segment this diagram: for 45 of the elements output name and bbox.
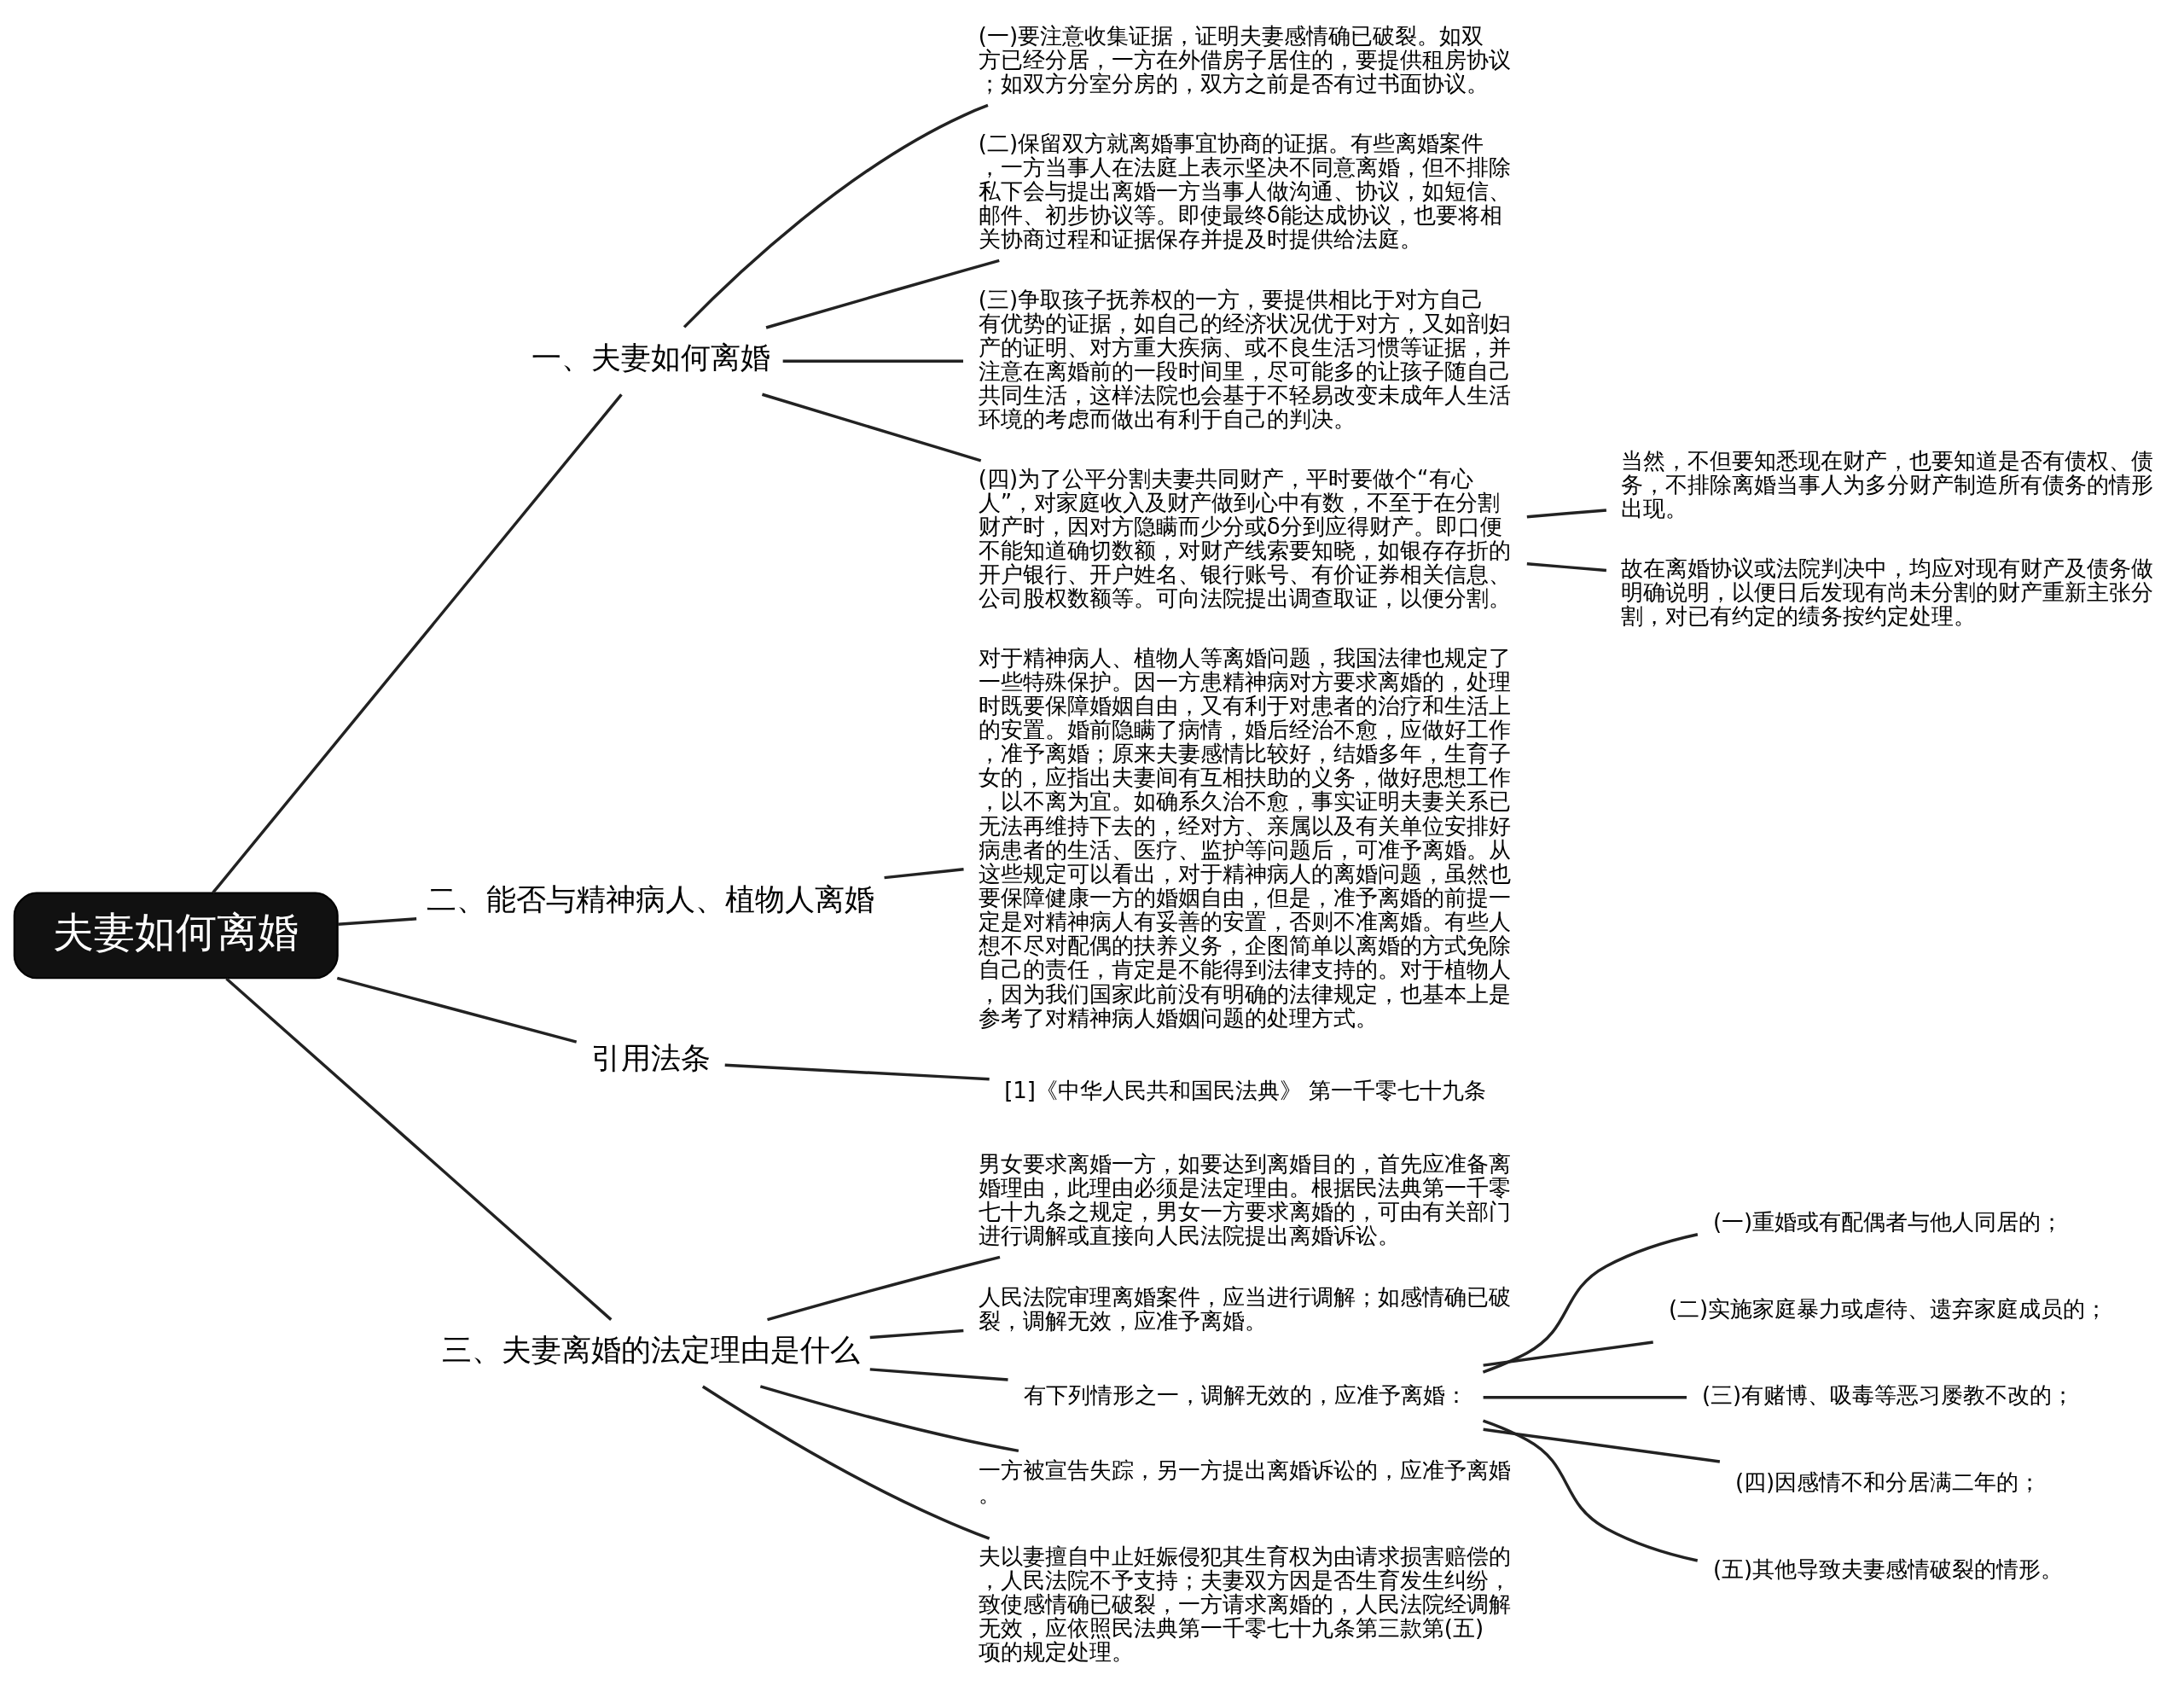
connector (682, 103, 989, 329)
node-text: (四)为了公平分割夫妻共同财产，平时要做个“有心人”，对家庭收入及财产做到心中有数，不至于在分割财产时，因对方隐瞒而少分或δ分到应得财产。即口便不能知道确切数额，对财产线索要知晓，如银存存折的开户银行、开户姓名、银行账号、有价证券相关信息、公司股权数额等。可向法院提出调查取证，以便分割。 (978, 465, 1511, 612)
node-text: [1]《中华人民共和国民法典》 第一千零七十九条 (1004, 1078, 1487, 1104)
connector (701, 1385, 990, 1540)
connector (869, 1329, 964, 1340)
node-text: (五)其他导致夫妻感情破裂的情形。 (1712, 1555, 2064, 1582)
connector (1526, 509, 1607, 519)
node-text: 一方被宣告失踪，另一方提出离婚诉讼的，应准予离婚。 (978, 1457, 1511, 1508)
node-text: (四)因感情不和分居满二年的； (1734, 1469, 2042, 1496)
connector (724, 1063, 990, 1081)
node-text: 三、夫妻离婚的法定理由是什么 (441, 1332, 860, 1367)
node-text: 二、能否与精神病人、植物人离婚 (427, 881, 875, 916)
connector (869, 1368, 1008, 1381)
connector (761, 392, 982, 462)
node-text: 一、夫妻如何离婚 (531, 340, 770, 375)
connector (1483, 1427, 1721, 1463)
node-text: 对于精神病人、植物人等离婚问题，我国法律也规定了一些特殊保护。因一方患精神病对方要求离婚的，处理时既要保障婚姻自由，又有利于对患者的治疗和生活上的安置。婚前隐瞒了病情，婚后经治不愈，应做好工作，准予离婚；原来夫妻感情比较好，结婚多年，生育子女的，应指出夫妻间有互相扶助的义务，做好思想工作，以不离为宜。如确系久治不愈，事实证明夫妻关系已无法再维持下去的，经对方、亲属以及有关单位安排好病患者的生活、医疗、监护等问题后，可准予离婚。从这些规定可以看出，对于精神病人的离婚问题，虽然也要保障健康一方的婚姻自由，但是，准予离婚的前提一定是对精神病人有妥善的安置，否则不准离婚。有些人想不尽对配偶的扶养义务，企图简单以离婚的方式免除自己的责任，肯定是不能得到法律支持的。对于植物人，因为我们国家此前没有明确的法律规定，也基本上是参考了对精神病人婚姻问题的处理方式。 (978, 644, 1511, 1031)
connector (884, 868, 964, 880)
node-text: (一)重婚或有配偶者与他人同居的； (1712, 1208, 2064, 1235)
node-text: 有下列情形之一，调解无效的，应准予离婚： (1023, 1382, 1467, 1409)
connector (336, 976, 578, 1044)
node-text: (三)有赌博、吸毒等恶习屡教不改的； (1701, 1382, 2075, 1409)
node-text: (三)争取孩子抚养权的一方，要提供相比于对方自己有优势的证据，如自己的经济状况优于对方，又如剖妇产的证明、对方重大疾病、或不良生活习惯等证据，并注意在离婚前的一段时间里，尽可能多的让孩子随自己共同生活，这样法院也会基于不轻易改变未成年人生活环境的考虑而做出有利于自己的判决。 (978, 286, 1511, 433)
node-text: (二)实施家庭暴力或虐待、遗弃家庭成员的； (1668, 1295, 2108, 1322)
node-text: 男女要求离婚一方，如要达到离婚目的，首先应准备离婚理由，此理由必须是法定理由。根据民法典第一千零七十九条之规定，男女一方要求离婚的，可由有关部门进行调解或直接向人民法院提出离婚诉讼。 (978, 1150, 1511, 1249)
connector (782, 359, 964, 363)
connector (765, 259, 1000, 329)
connector (759, 1385, 1019, 1453)
connector (212, 393, 623, 894)
connector (1483, 1340, 1653, 1367)
connector (225, 977, 613, 1321)
connector (1482, 1419, 1699, 1562)
node-box: 夫妻如何离婚 (13, 892, 339, 980)
connector (767, 1255, 1001, 1322)
node-text: 当然，不但要知悉现在财产，也要知道是否有债权、债务，不排除离婚当事人为多分财产制造所有债务的情形出现。 (1621, 448, 2154, 522)
node-text: 故在离婚协议或法院判决中，均应对现有财产及债务做明确说明，以便日后发现有尚未分割的财产重新主张分割，对已有约定的绩务按约定处理。 (1621, 555, 2154, 629)
node-text: 夫以妻擅自中止妊娠侵犯其生育权为由请求损害赔偿的，人民法院不予支持；夫妻双方因是否生育发生纠纷，致使感情确已破裂，一方请求离婚的，人民法院经调解无效，应依照民法典第一千零七十九条第三款第(五)项的规定处理。 (978, 1543, 1511, 1666)
connector (337, 917, 417, 926)
node-text: 人民法院审理离婚案件，应当进行调解；如感情确已破裂，调解无效，应准予离婚。 (978, 1283, 1511, 1334)
connector (1482, 1233, 1699, 1374)
connector (1526, 562, 1607, 573)
node-text: (二)保留双方就离婚事宜协商的证据。有些离婚案件，一方当事人在法庭上表示坚决不同意离婚，但不排除私下会与提出离婚一方当事人做沟通、协议，如短信、邮件、初步协议等。即使最终δ能达成协议，也要将相关协商过程和证据保存并提及时提供给法庭。 (978, 130, 1511, 253)
connector (1483, 1395, 1687, 1399)
node-text: 引用法条 (590, 1040, 711, 1075)
node-text: (一)要注意收集证据，证明夫妻感情确已破裂。如双方已经分居，一方在外借房子居住的，要提供租房协议；如双方分室分房的，双方之前是否有过书面协议。 (978, 23, 1511, 97)
